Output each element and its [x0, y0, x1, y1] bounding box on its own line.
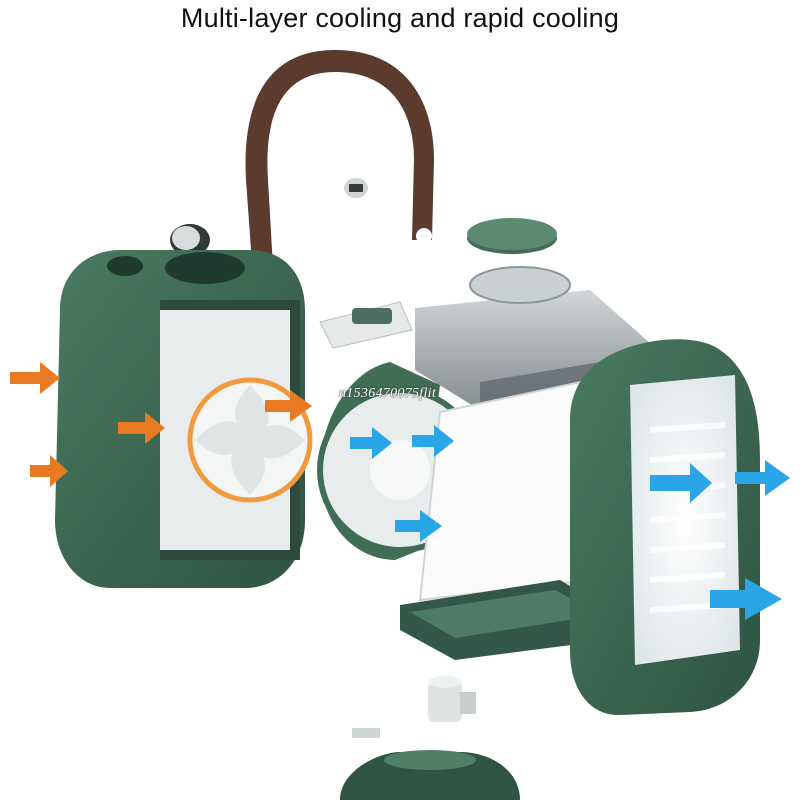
- exploded-view-illustration: [10, 50, 790, 800]
- motor: [352, 676, 476, 738]
- watermark-text: n1536470075flit: [339, 386, 437, 401]
- water-tank-lid: [467, 218, 557, 254]
- orange-airflow-arrows: [10, 362, 312, 487]
- drip-tray: [400, 580, 610, 660]
- blue-airflow-arrows: [350, 425, 790, 620]
- screw-part: [344, 178, 368, 198]
- knob: [170, 224, 210, 256]
- front-frame: [570, 339, 760, 716]
- filter-pad: [418, 378, 591, 602]
- switch-board: [319, 301, 413, 349]
- page-title: Multi-layer cooling and rapid cooling: [180, 3, 620, 33]
- base: [340, 750, 520, 800]
- fan-blade: [187, 377, 313, 503]
